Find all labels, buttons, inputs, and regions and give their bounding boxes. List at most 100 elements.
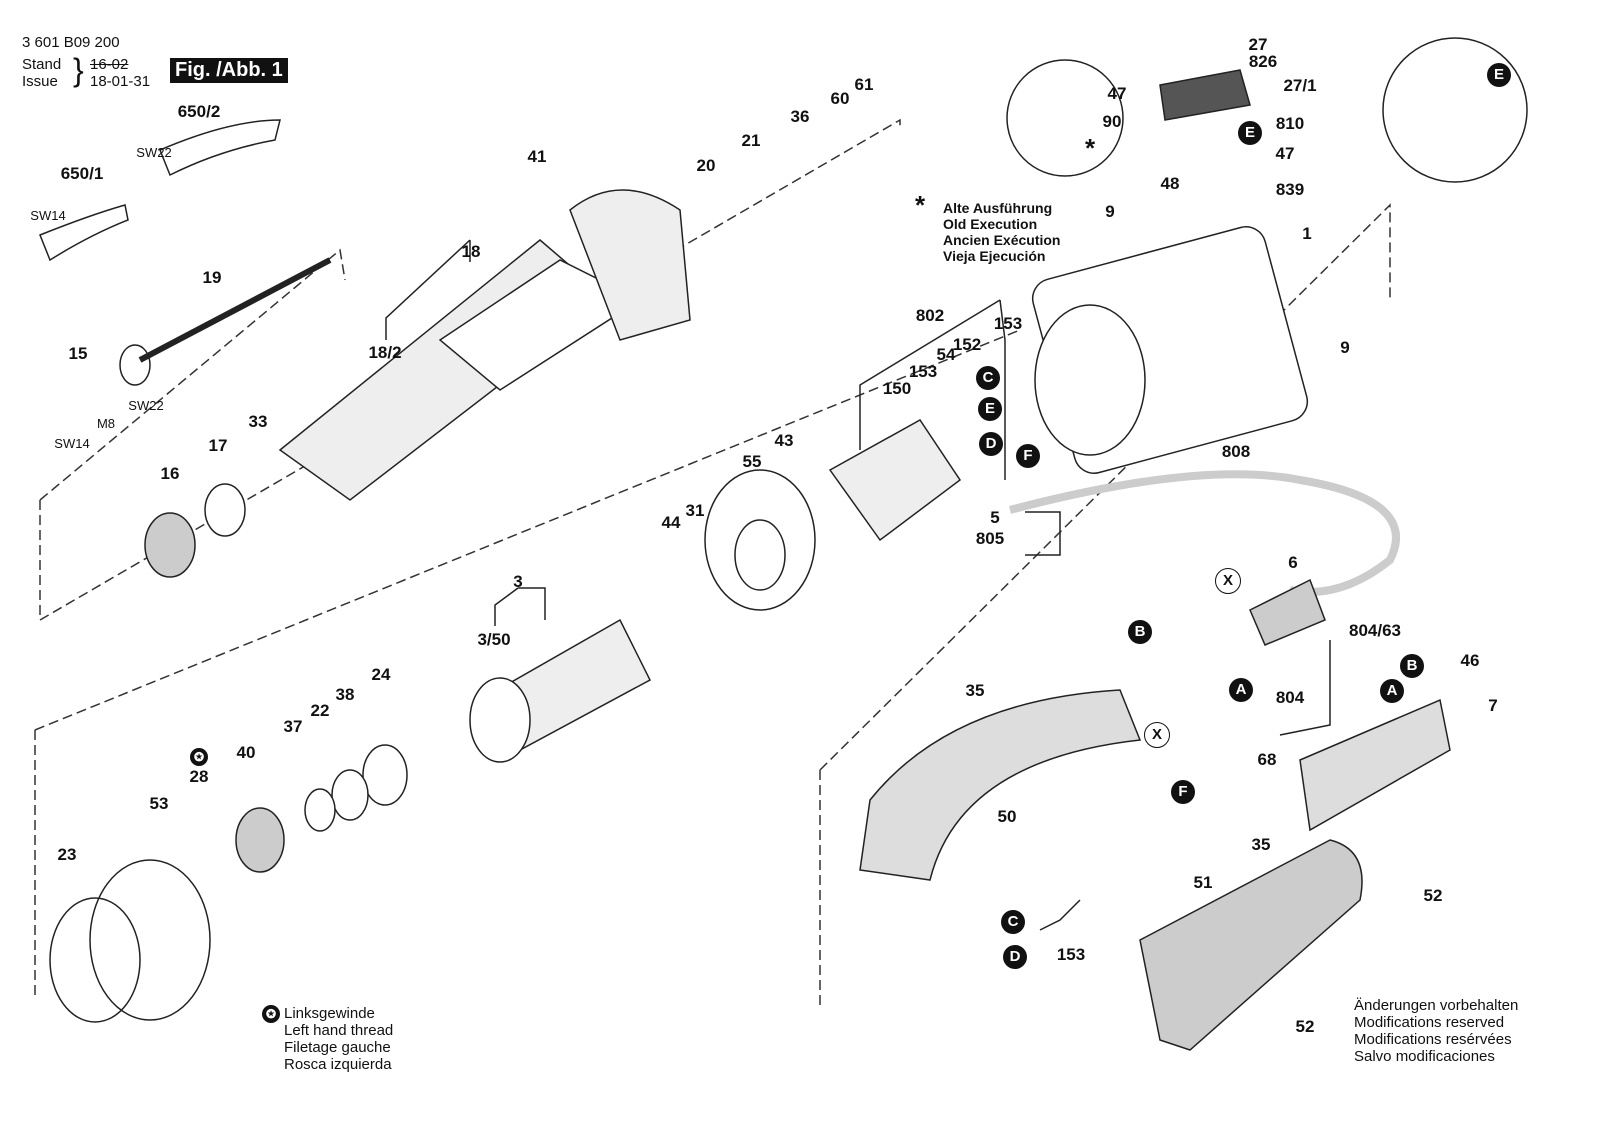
note-line: Vieja Ejecución <box>943 248 1046 264</box>
part-label: 60 <box>830 89 850 108</box>
part-label: 19 <box>202 268 222 287</box>
part-28-star-icon: ✪ <box>190 748 208 766</box>
part-label: 54 <box>936 345 956 364</box>
note-line: Rosca izquierda <box>284 1056 392 1073</box>
inset-circles <box>1006 37 1528 183</box>
part-label: 1 <box>1302 224 1312 243</box>
part-label: 38 <box>335 685 355 704</box>
connection-marker: E <box>978 397 1002 421</box>
stand-label: Stand <box>22 56 62 73</box>
connection-marker: C <box>976 366 1000 390</box>
part-label: 150 <box>882 379 912 398</box>
left-thread-star-icon: ✪ <box>262 1005 280 1023</box>
part-label: 27 <box>1248 35 1268 54</box>
size-label: SW22 <box>128 398 164 413</box>
part-label: 153 <box>1056 945 1086 964</box>
note-line: Ancien Exécution <box>943 232 1061 248</box>
part-label: 31 <box>685 501 705 520</box>
part-label: 810 <box>1275 114 1305 133</box>
part-label: 153 <box>993 314 1023 333</box>
part-label: 46 <box>1460 651 1480 670</box>
part-label: 36 <box>790 107 810 126</box>
part-label: 839 <box>1275 180 1305 199</box>
size-label: M8 <box>96 416 116 431</box>
note-line: Modifications resérvées <box>1354 1031 1512 1048</box>
part-label: 20 <box>696 156 716 175</box>
note-line: Alte Ausführung <box>943 200 1053 216</box>
connection-marker: F <box>1016 444 1040 468</box>
part-label: 9 <box>1105 202 1115 221</box>
part-label: 15 <box>68 344 88 363</box>
part-label: 35 <box>1251 835 1271 854</box>
part-label: 41 <box>527 147 547 166</box>
part-label: 805 <box>975 529 1005 548</box>
part-label: 18/2 <box>368 343 402 362</box>
part-label: 27/1 <box>1283 76 1317 95</box>
issue-label: Issue <box>22 73 58 90</box>
part-label: 44 <box>661 513 681 532</box>
connection-marker: D <box>979 432 1003 456</box>
part-label: 804 <box>1275 688 1305 707</box>
part-label: 16 <box>160 464 180 483</box>
note-line: Salvo modificaciones <box>1354 1048 1495 1065</box>
part-label: 5 <box>990 508 1000 527</box>
old-execution-note: Alte Ausführung Old Execution Ancien Exé… <box>943 200 1060 264</box>
part-label: 55 <box>742 452 762 471</box>
part-label: 43 <box>774 431 794 450</box>
part-label: 3/50 <box>477 630 511 649</box>
size-label: SW22 <box>136 145 172 160</box>
figure-label: Fig. /Abb. 1 <box>170 58 288 83</box>
connection-marker: B <box>1400 654 1424 678</box>
part-label: 650/1 <box>60 164 104 183</box>
part-label: 35 <box>965 681 985 700</box>
part-label: 48 <box>1160 174 1180 193</box>
connection-marker: D <box>1003 945 1027 969</box>
part-label: 33 <box>248 412 268 431</box>
note-line: Modifications reserved <box>1354 1014 1505 1031</box>
part-label: 826 <box>1248 52 1278 71</box>
note-line: Left hand thread <box>284 1022 394 1039</box>
part-label: 50 <box>997 807 1017 826</box>
part-label: 802 <box>915 306 945 325</box>
part-label: 23 <box>57 845 77 864</box>
old-date: 16-02 <box>90 56 129 73</box>
note-line: Linksgewinde <box>284 1005 375 1022</box>
connection-marker: E <box>1238 121 1262 145</box>
part-label: 47 <box>1107 84 1127 103</box>
part-label: 52 <box>1423 886 1443 905</box>
size-label: SW14 <box>30 208 66 223</box>
modifications-note: Änderungen vorbehalten Modifications res… <box>1354 997 1518 1065</box>
part-label: 68 <box>1257 750 1277 769</box>
part-label: 3 <box>513 572 523 591</box>
part-label: 51 <box>1193 873 1213 892</box>
part-label: 24 <box>371 665 391 684</box>
part-label: 9 <box>1340 338 1350 357</box>
part-label: 17 <box>208 436 228 455</box>
connection-marker: X <box>1144 722 1170 748</box>
note-line: Filetage gauche <box>284 1039 391 1056</box>
part-shapes <box>39 69 1451 1051</box>
brace: } <box>73 52 84 88</box>
leader-lines <box>385 239 1331 931</box>
part-label: 52 <box>1295 1017 1315 1036</box>
part-label: 90 <box>1102 112 1122 131</box>
connection-marker: X <box>1215 568 1241 594</box>
connection-marker: B <box>1128 620 1152 644</box>
part-label: 28 <box>189 767 209 786</box>
part-label: 804/63 <box>1349 621 1401 640</box>
part-label: 37 <box>283 717 303 736</box>
part-label: 650/2 <box>177 102 221 121</box>
issue-date: 18-01-31 <box>90 73 151 90</box>
connection-marker: C <box>1001 910 1025 934</box>
connection-marker: A <box>1380 679 1404 703</box>
part-label: 7 <box>1488 696 1498 715</box>
part-label: 22 <box>310 701 330 720</box>
note-line: Änderungen vorbehalten <box>1354 997 1519 1014</box>
part-label: 21 <box>741 131 761 150</box>
size-label: SW14 <box>54 436 90 451</box>
part-label: 6 <box>1288 553 1298 572</box>
inset-star: * <box>1085 133 1096 163</box>
connection-marker: A <box>1229 678 1253 702</box>
part-label: 153 <box>908 362 938 381</box>
